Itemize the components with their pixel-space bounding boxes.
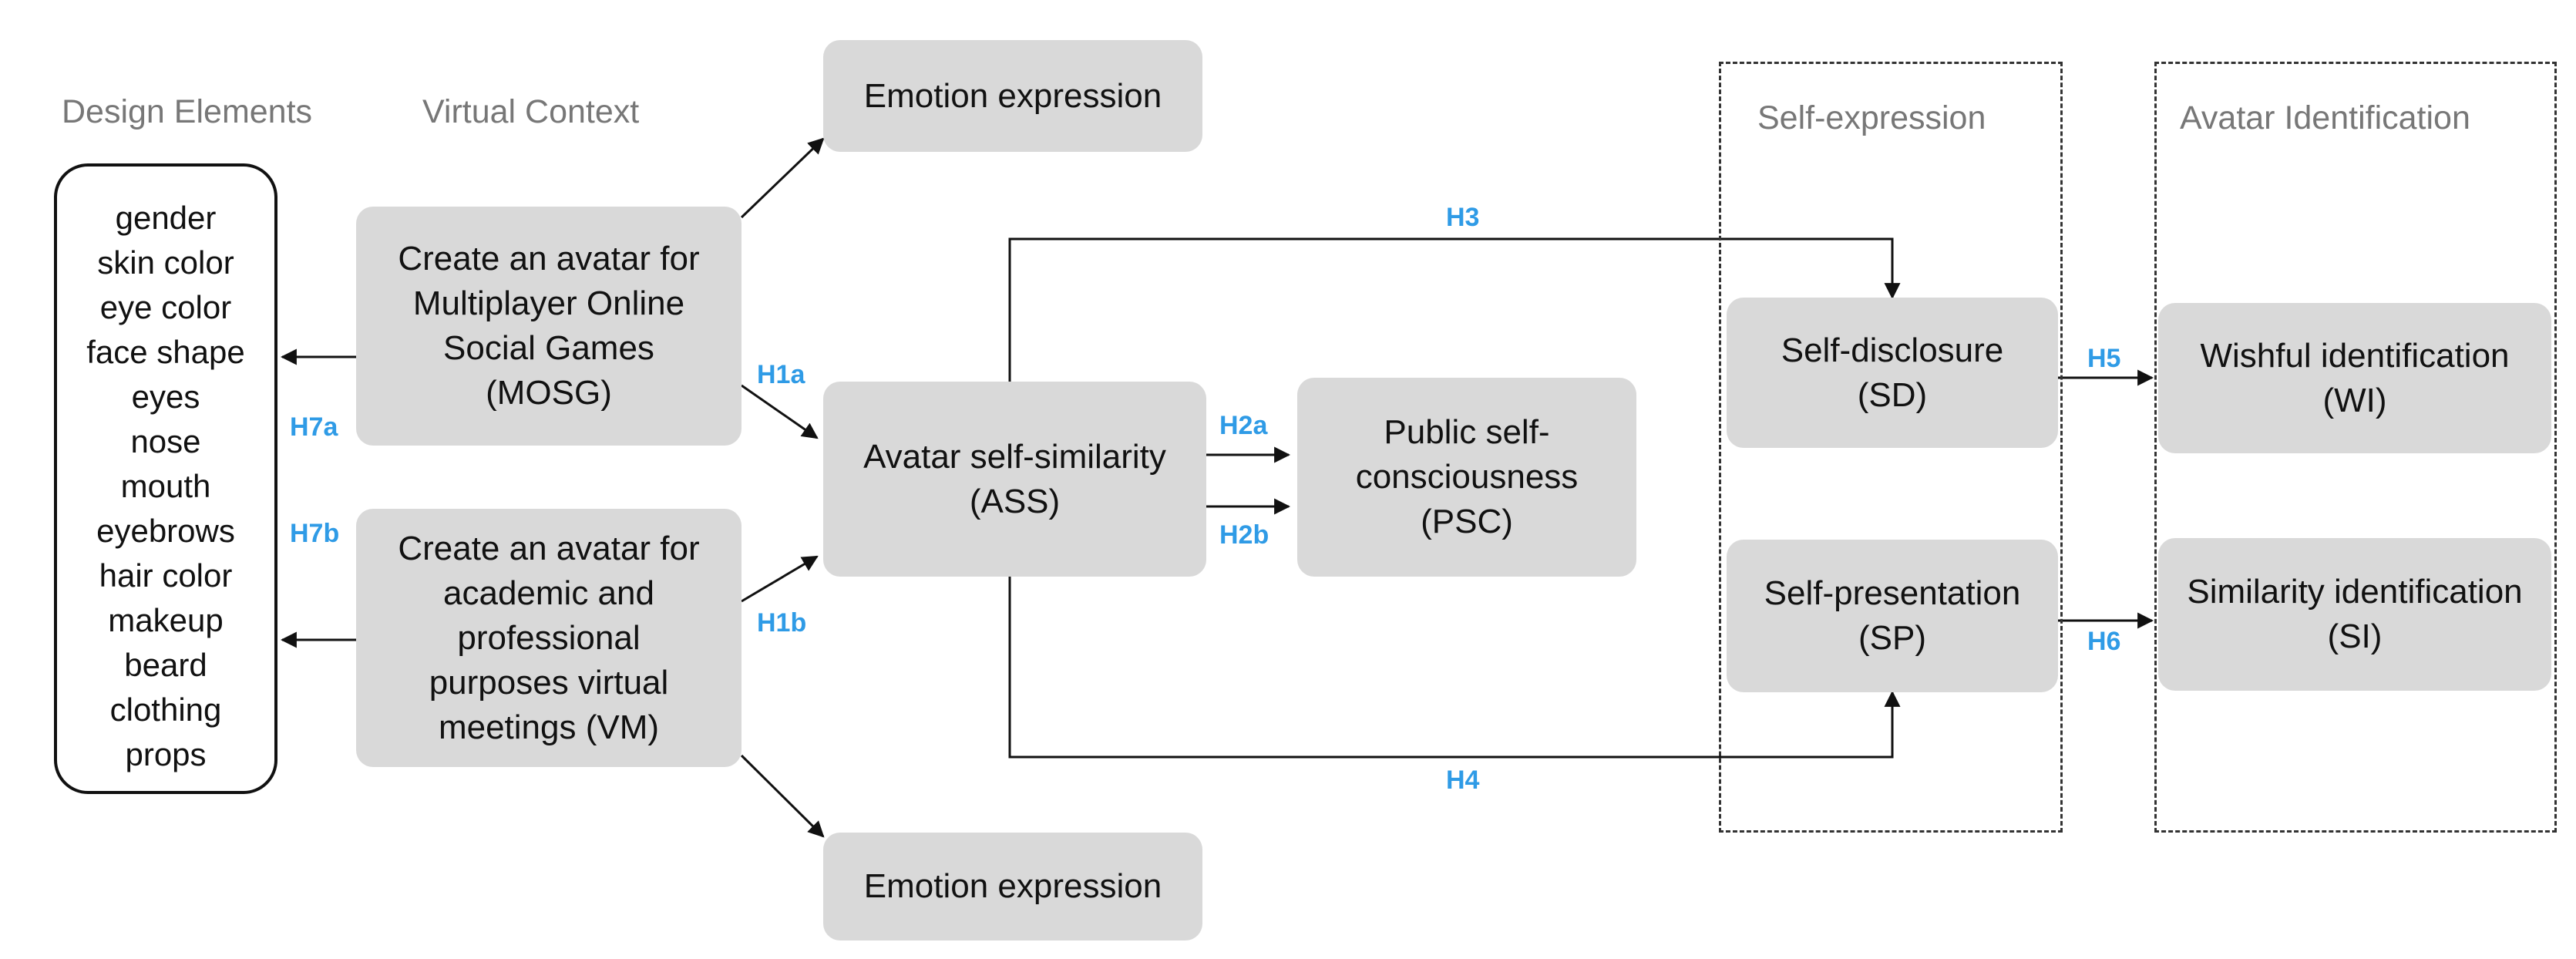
wishful-identification-node: Wishful identification (WI)	[2158, 303, 2551, 453]
design-elements-box: gender skin color eye color face shape e…	[54, 163, 277, 794]
hypothesis-label-h7b: H7b	[290, 519, 340, 548]
hypothesis-label-h1a: H1a	[757, 360, 805, 389]
edge-ass-to-sp-h4	[1008, 577, 1901, 759]
design-element-item: clothing	[109, 691, 222, 728]
hypothesis-label-h4: H4	[1446, 766, 1480, 795]
design-element-item: beard	[124, 647, 207, 683]
design-element-item: props	[125, 736, 207, 772]
edge-ass-to-sd-h3	[1008, 237, 1901, 382]
design-elements-list: gender skin color eye color face shape e…	[57, 196, 274, 777]
edge-vm-to-ass	[741, 555, 819, 603]
hypothesis-label-h2b: H2b	[1219, 520, 1270, 550]
design-element-item: skin color	[97, 244, 234, 281]
hypothesis-label-h5: H5	[2087, 344, 2121, 373]
avatar-self-similarity-node: Avatar self-similarity (ASS)	[823, 382, 1206, 577]
hypothesis-label-h2a: H2a	[1219, 411, 1268, 440]
self-disclosure-node: Self-disclosure (SD)	[1727, 298, 2058, 448]
edge-mosg-to-emotion-top	[740, 137, 825, 219]
hypothesis-label-h3: H3	[1446, 203, 1480, 232]
self-expression-group	[1719, 62, 2063, 833]
header-virtual-context: Virtual Context	[422, 93, 640, 130]
design-element-item: hair color	[99, 557, 233, 594]
header-avatar-identification: Avatar Identification	[2180, 99, 2470, 136]
hypothesis-label-h6: H6	[2087, 627, 2121, 656]
hypothesis-label-h7a: H7a	[290, 412, 338, 442]
design-element-item: mouth	[120, 468, 211, 504]
design-element-item: face shape	[86, 334, 245, 370]
edge-vm-to-emotion-bottom	[740, 754, 825, 838]
emotion-expression-top-node: Emotion expression	[823, 40, 1202, 152]
mosg-node: Create an avatar for Multiplayer Online …	[356, 207, 742, 446]
self-presentation-node: Self-presentation (SP)	[1727, 540, 2058, 692]
emotion-expression-bottom-node: Emotion expression	[823, 833, 1202, 940]
design-element-item: eye color	[99, 289, 232, 325]
hypothesis-label-h1b: H1b	[757, 608, 807, 638]
header-design-elements: Design Elements	[62, 93, 313, 130]
design-element-item: makeup	[108, 602, 224, 638]
vm-node: Create an avatar for academic and profes…	[356, 509, 742, 767]
design-element-item: eyes	[131, 379, 200, 415]
similarity-identification-node: Similarity identification (SI)	[2158, 538, 2551, 691]
public-self-consciousness-node: Public self- consciousness (PSC)	[1297, 378, 1636, 577]
design-element-item: gender	[115, 200, 217, 236]
edge-mosg-to-ass	[741, 384, 819, 439]
avatar-identification-group	[2154, 62, 2557, 833]
header-self-expression: Self-expression	[1757, 99, 1986, 136]
design-element-item: nose	[130, 423, 201, 459]
design-element-item: eyebrows	[96, 513, 235, 549]
